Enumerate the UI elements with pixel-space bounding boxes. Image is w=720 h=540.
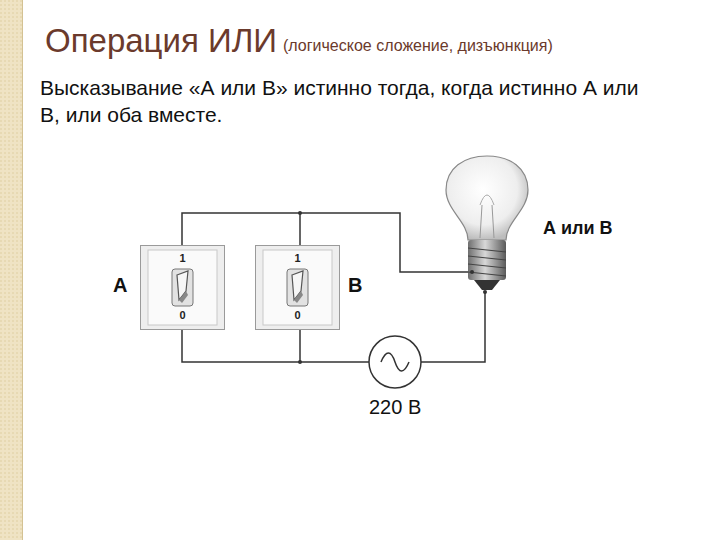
- junction-dot: [298, 211, 302, 215]
- off-mark: 0: [140, 309, 225, 321]
- slide-title: Операция ИЛИ: [45, 22, 277, 60]
- on-mark: 1: [255, 252, 340, 264]
- lamp-bulb: [446, 156, 528, 294]
- output-label: А или В: [543, 218, 613, 239]
- on-mark: 1: [140, 252, 225, 264]
- statement-text: Высказывание «А или В» истинно тогда, ко…: [40, 74, 660, 128]
- title-note: (логическое сложение, дизъюнкция): [283, 37, 553, 55]
- switch-name: В: [348, 274, 362, 297]
- switch-name: А: [113, 274, 127, 297]
- off-mark: 0: [255, 309, 340, 321]
- switch-plate: В10: [255, 245, 340, 330]
- wires: [182, 213, 485, 362]
- ac-source-symbol: [369, 336, 421, 388]
- switch-plate: А10: [140, 245, 225, 330]
- side-stripe: [0, 0, 22, 540]
- voltage-label: 220 В: [369, 396, 421, 419]
- junction-dot: [298, 360, 302, 364]
- stripe-edge: [22, 0, 23, 540]
